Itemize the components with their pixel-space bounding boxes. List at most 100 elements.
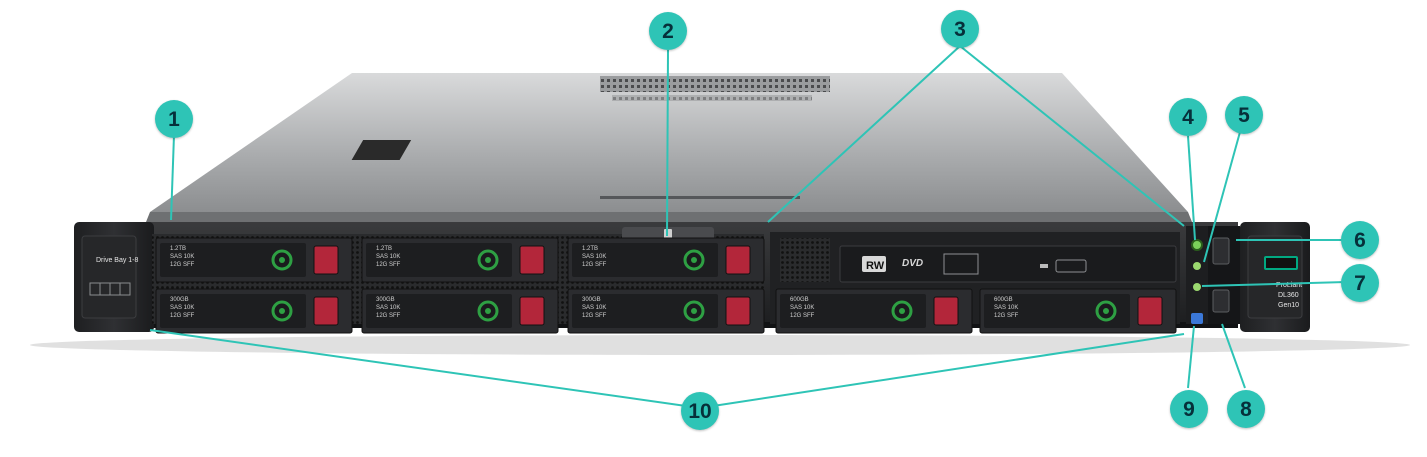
rw-label: RW (866, 260, 885, 272)
drive-label-line: 1.2TB (376, 246, 392, 252)
drive-label-line: 600GB (994, 297, 1013, 303)
leader-3a (767, 45, 961, 223)
drive-release-button[interactable] (519, 296, 545, 326)
drive-bay[interactable]: 300GB SAS 10K 12G SFF (567, 288, 765, 334)
drive-label-line: SAS 10K (994, 305, 1018, 311)
callout-6: 6 (1341, 221, 1379, 259)
callout-1-number: 1 (168, 107, 180, 131)
nic-status-led (1193, 283, 1201, 291)
drive-label-line: 12G SFF (994, 313, 1019, 319)
drive-release-button[interactable] (519, 245, 545, 275)
leader-10b (699, 333, 1185, 409)
right-ear-line1: ProLiant (1276, 282, 1302, 289)
chassis-shadow (30, 335, 1410, 355)
drive-release-button[interactable] (313, 245, 339, 275)
leader-9 (1187, 325, 1195, 389)
drive-status-led (279, 257, 285, 263)
drive-status-led (485, 308, 491, 314)
leader-5 (1203, 131, 1241, 263)
health-led (1193, 262, 1201, 270)
right-ear-line2: DL360 (1278, 292, 1299, 299)
service-label-plate (351, 140, 412, 160)
drive-label-line: 12G SFF (790, 313, 815, 319)
optical-display (943, 253, 979, 275)
chassis-top-cover (150, 73, 1188, 212)
drive-release-button[interactable] (725, 296, 751, 326)
drive-label-line: 600GB (790, 297, 809, 303)
left-rack-ear: Drive Bay 1-8 (74, 222, 154, 332)
callout-3-number: 3 (954, 17, 966, 41)
drive-status-led (485, 257, 491, 263)
drive-label-line: SAS 10K (170, 254, 194, 260)
drive-label-line: SAS 10K (376, 254, 400, 260)
callout-5-number: 5 (1238, 103, 1250, 127)
drive-label-line: 300GB (170, 297, 189, 303)
drive-label-line: SAS 10K (582, 305, 606, 311)
drive-label-line: 12G SFF (582, 262, 607, 268)
drive-status-led (1103, 308, 1109, 314)
callout-10-number: 10 (688, 399, 712, 423)
drive-release-button[interactable] (1137, 296, 1163, 326)
drive-release-button[interactable] (313, 296, 339, 326)
drive-release-button[interactable] (933, 296, 959, 326)
leader-1 (170, 134, 175, 221)
optical-led (1040, 264, 1048, 268)
drive-bay[interactable]: 1.2TB SAS 10K 12G SFF (567, 237, 765, 283)
front-panel-controls (1186, 226, 1208, 324)
callout-9: 9 (1170, 390, 1208, 428)
chassis-top-edge (146, 212, 1192, 222)
leader-lines (149, 45, 1347, 409)
callout-4-number: 4 (1182, 105, 1194, 129)
callout-4: 4 (1169, 98, 1207, 136)
drive-label-line: SAS 10K (582, 254, 606, 260)
callout-2-number: 2 (662, 19, 674, 43)
callout-10: 10 (681, 392, 719, 430)
callout-5: 5 (1225, 96, 1263, 134)
callout-2: 2 (649, 12, 687, 50)
drive-label-line: 12G SFF (582, 313, 607, 319)
callout-1: 1 (155, 100, 193, 138)
leader-2 (666, 49, 669, 237)
callout-9-number: 9 (1183, 397, 1195, 421)
callout-6-number: 6 (1354, 228, 1366, 252)
top-vent-grille (600, 76, 830, 92)
drive-label-line: 12G SFF (376, 262, 401, 268)
drive-bay[interactable]: 600GB SAS 10K 12G SFF (775, 288, 973, 334)
drive-label-line: 300GB (582, 297, 601, 303)
drive-status-led (899, 308, 905, 314)
top-vent-grille-2 (612, 95, 812, 101)
leader-10a (149, 329, 701, 409)
power-button (1191, 239, 1203, 251)
drive-bay[interactable]: 1.2TB SAS 10K 12G SFF (361, 237, 559, 283)
optical-eject-button (1055, 259, 1087, 273)
ilo-service-port (1212, 289, 1230, 313)
drive-label-line: 1.2TB (582, 246, 598, 252)
drive-label-line: SAS 10K (170, 305, 194, 311)
drive-bay[interactable]: 600GB SAS 10K 12G SFF (979, 288, 1177, 334)
leader-3b (959, 45, 1185, 227)
optical-drive (839, 245, 1177, 283)
callout-3: 3 (941, 10, 979, 48)
drive-bay[interactable]: 300GB SAS 10K 12G SFF (155, 288, 353, 334)
leader-7 (1201, 281, 1347, 287)
right-rack-ear: ProLiant DL360 Gen10 (1240, 222, 1310, 332)
left-ear-label: Drive Bay 1-8 (96, 257, 139, 264)
top-lid-seam (600, 196, 800, 199)
hpe-logo (1264, 256, 1298, 270)
optical-vent (780, 238, 830, 282)
drive-release-button[interactable] (725, 245, 751, 275)
callout-8: 8 (1227, 390, 1265, 428)
usb-port (1212, 237, 1230, 265)
uid-button (1191, 313, 1203, 324)
drive-label-line: 12G SFF (170, 313, 195, 319)
drive-label-line: SAS 10K (790, 305, 814, 311)
rw-badge (862, 256, 886, 272)
right-ear-line3: Gen10 (1278, 302, 1299, 309)
drive-status-led (691, 257, 697, 263)
callout-7-number: 7 (1354, 271, 1366, 295)
drive-label-line: 12G SFF (170, 262, 195, 268)
